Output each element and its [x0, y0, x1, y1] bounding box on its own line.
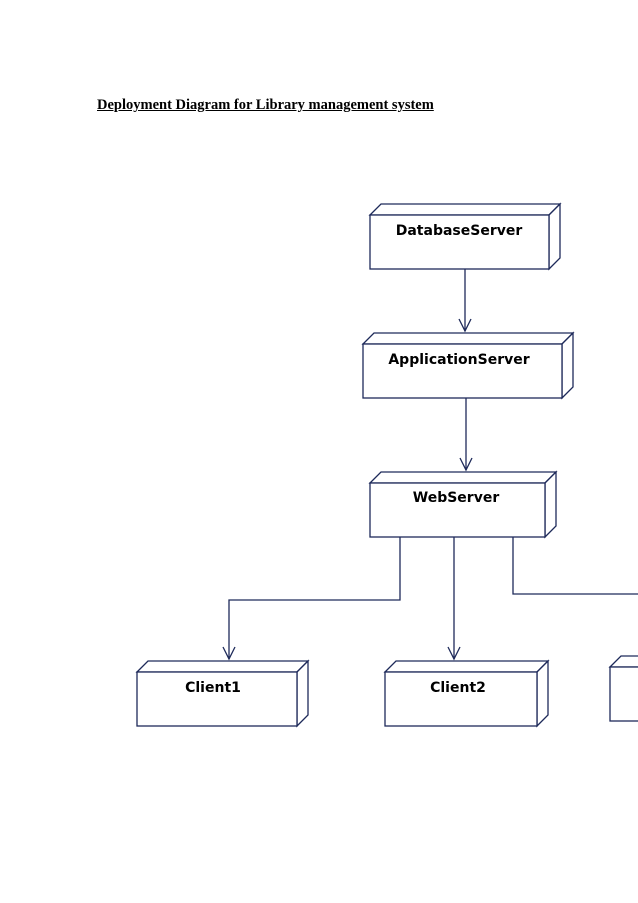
node-client2-label: Client2 [430, 680, 486, 696]
node-web-server-top [368, 471, 558, 484]
node-client1-top [135, 660, 310, 673]
node-database-server-side [548, 202, 561, 271]
node-client2[interactable]: Client2 [383, 659, 550, 728]
connector-web-to-client1 [222, 537, 401, 661]
node-client1-face [136, 671, 298, 727]
node-application-server-top [361, 332, 575, 345]
node-client1-side [296, 659, 309, 728]
node-web-server-side [544, 470, 557, 539]
connector-web-to-client2 [447, 537, 461, 661]
connector-line [512, 537, 638, 595]
arrowhead [222, 646, 236, 661]
node-database-server-label: DatabaseServer [396, 223, 523, 239]
node-application-server[interactable]: ApplicationServer [361, 331, 575, 400]
page-title: Deployment Diagram for Library managemen… [97, 97, 434, 113]
connector-application-to-web [459, 398, 473, 472]
node-web-server-label: WebServer [413, 490, 500, 506]
node-client3-partial[interactable] [608, 655, 638, 722]
node-client2-top [383, 660, 550, 673]
arrowhead [447, 646, 461, 661]
connector-database-to-application [458, 269, 472, 333]
node-web-server[interactable]: WebServer [368, 470, 558, 539]
node-client1-label: Client1 [185, 680, 241, 696]
node-application-server-label: ApplicationServer [388, 352, 529, 368]
node-database-server-face [369, 214, 550, 270]
arrowhead [458, 318, 472, 333]
node-web-server-face [369, 482, 546, 538]
node-client3-face [609, 666, 638, 722]
node-client2-side [536, 659, 549, 728]
node-application-server-side [561, 331, 574, 400]
node-database-server-top [368, 203, 562, 216]
node-application-server-face [362, 343, 563, 399]
node-database-server[interactable]: DatabaseServer [368, 202, 562, 271]
node-client1[interactable]: Client1 [135, 659, 310, 728]
connector-line [228, 537, 401, 659]
node-client3-top [608, 655, 638, 668]
node-client2-face [384, 671, 538, 727]
arrowhead [459, 457, 473, 472]
connector-web-to-client3 [512, 537, 638, 595]
